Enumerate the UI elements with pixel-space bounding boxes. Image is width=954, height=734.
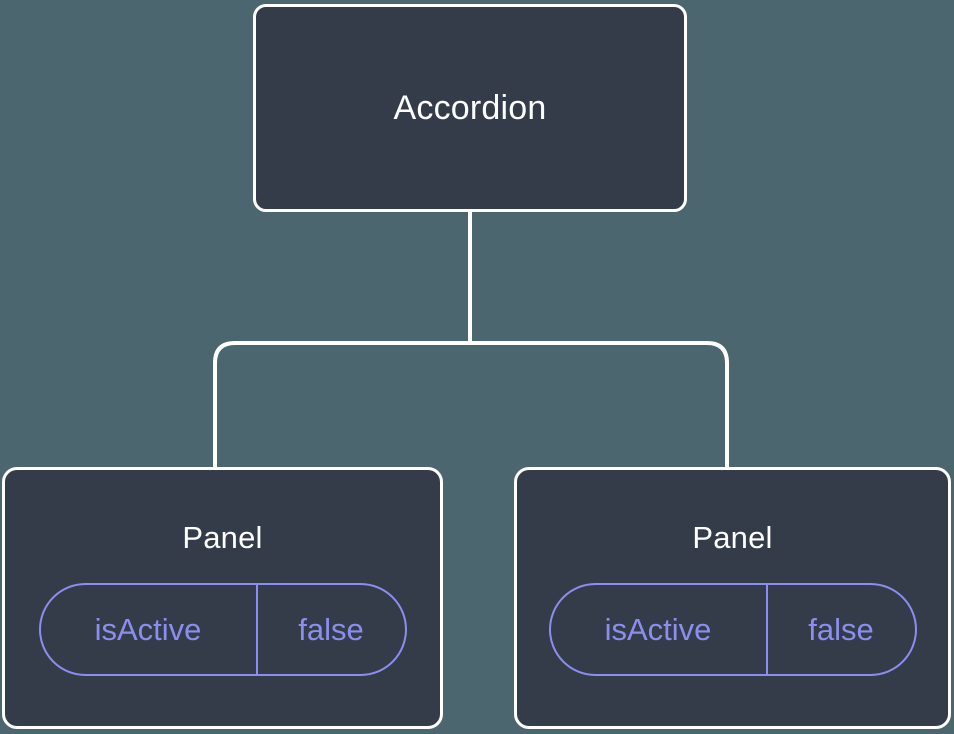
state-chip-key: isActive [604,612,712,647]
state-chip-key: isActive [94,612,202,647]
node-accordion-title: Accordion [393,89,547,127]
state-chip-value: false [765,585,915,674]
state-chip-panel-left[interactable]: isActive false [38,583,407,676]
node-panel-left-title: Panel [182,520,263,555]
edge-to-panel-left [213,341,470,470]
state-chip-panel-right[interactable]: isActive false [548,583,917,676]
edge-to-panel-right [470,341,729,470]
node-panel-right-title: Panel [692,520,773,555]
node-panel-right[interactable]: Panel isActive false [514,467,951,729]
node-accordion[interactable]: Accordion [253,4,687,212]
node-panel-left[interactable]: Panel isActive false [2,467,443,729]
state-chip-value: false [255,585,405,674]
